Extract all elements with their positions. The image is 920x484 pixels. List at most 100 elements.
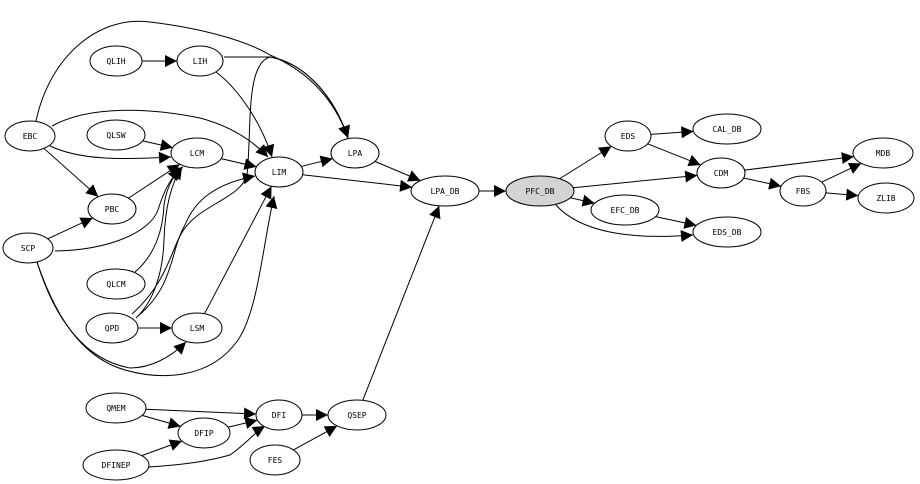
edge-eds-to-cal-db — [650, 126, 694, 139]
node-label: FES — [268, 456, 283, 465]
node-qpd[interactable]: QPD — [85, 312, 139, 344]
node-label: LIH — [193, 57, 208, 66]
node-label: LSM — [190, 324, 205, 333]
node-ellipse — [249, 444, 301, 476]
node-ellipse — [86, 119, 146, 151]
node-ellipse — [255, 399, 303, 431]
edge-scp-to-pbc — [47, 217, 93, 240]
node-scp[interactable]: SCP — [2, 232, 54, 264]
node-ellipse — [410, 175, 480, 207]
node-qsep[interactable]: QSEP — [327, 399, 387, 431]
node-ellipse — [692, 216, 762, 248]
edge-lsm-to-lim — [204, 186, 272, 314]
edge-cdm-to-fbs — [743, 177, 782, 190]
node-fes[interactable]: FES — [249, 444, 301, 476]
node-label: DFIP — [194, 429, 213, 438]
node-ellipse — [85, 312, 139, 344]
node-label: DFI — [272, 411, 287, 420]
edge-fbs-to-zlib — [825, 188, 859, 201]
node-ellipse — [779, 175, 827, 207]
edge-dfinep-to-dfi — [148, 425, 266, 468]
node-cal-db[interactable]: CAL_DB — [692, 113, 762, 145]
node-label: PFC_DB — [526, 187, 555, 196]
node-cdm[interactable]: CDM — [696, 157, 746, 189]
node-eds-db[interactable]: EDS_DB — [692, 216, 762, 248]
node-eds[interactable]: EDS — [604, 120, 652, 152]
edge-lpa-to-lpa-db — [374, 160, 421, 182]
node-label: LPA_DB — [431, 187, 460, 196]
node-ellipse — [170, 137, 224, 169]
edge-pfc-db-to-eds — [559, 145, 612, 180]
node-ellipse — [590, 194, 660, 226]
node-label: PBC — [105, 205, 120, 214]
edge-ebc-to-pbc — [43, 148, 99, 198]
node-ellipse — [82, 449, 150, 481]
node-qmem[interactable]: QMEM — [85, 392, 147, 424]
node-label: DFINEP — [102, 461, 131, 470]
edge-dfinep-to-dfip — [141, 439, 183, 457]
node-ellipse — [86, 268, 146, 300]
node-fbs[interactable]: FBS — [779, 175, 827, 207]
edge-pbc-to-lcm — [128, 163, 181, 199]
node-ellipse — [87, 193, 137, 225]
edge-pfc-db-to-cdm — [573, 170, 698, 189]
node-ellipse — [505, 175, 575, 207]
edge-fbs-to-mdb — [821, 162, 862, 183]
node-ellipse — [85, 392, 147, 424]
node-pbc[interactable]: PBC — [87, 193, 137, 225]
node-ellipse — [89, 45, 143, 77]
node-dfinep[interactable]: DFINEP — [82, 449, 150, 481]
node-ebc[interactable]: EBC — [4, 120, 56, 152]
node-label: SCP — [21, 244, 36, 253]
node-qlih[interactable]: QLIH — [89, 45, 143, 77]
node-lpa-db[interactable]: LPA_DB — [410, 175, 480, 207]
node-lcm[interactable]: LCM — [170, 137, 224, 169]
node-qlsw[interactable]: QLSW — [86, 119, 146, 151]
node-ellipse — [692, 113, 762, 145]
edge-ebc-to-lpa — [35, 20, 350, 139]
edge-fes-to-qsep — [293, 425, 338, 451]
node-ellipse — [330, 137, 380, 169]
edge-dfip-to-dfi — [227, 417, 258, 429]
edge-cdm-to-mdb — [744, 152, 854, 171]
node-pfc-db[interactable]: PFC_DB — [505, 175, 575, 207]
node-zlib[interactable]: ZLIB — [857, 182, 915, 214]
edge-pfc-db-to-efc-db — [570, 194, 595, 207]
node-lim[interactable]: LIM — [254, 156, 304, 188]
node-ellipse — [171, 312, 223, 344]
node-lsm[interactable]: LSM — [171, 312, 223, 344]
node-ellipse — [696, 157, 746, 189]
edge-ebc-to-lcm — [49, 145, 172, 164]
node-label: CDM — [714, 169, 729, 178]
node-dfi[interactable]: DFI — [255, 399, 303, 431]
node-dfip[interactable]: DFIP — [177, 417, 231, 449]
node-efc-db[interactable]: EFC_DB — [590, 194, 660, 226]
edge-lim-to-lpa-db — [302, 174, 413, 192]
node-label: ZLIB — [876, 194, 895, 203]
node-ellipse — [327, 399, 387, 431]
node-label: QLSW — [106, 131, 125, 140]
node-label: LIM — [272, 168, 287, 177]
node-mdb[interactable]: MDB — [852, 137, 914, 169]
node-ellipse — [176, 45, 224, 77]
node-qlcm[interactable]: QLCM — [86, 268, 146, 300]
node-ellipse — [857, 182, 915, 214]
edge-efc-db-to-eds-db — [655, 216, 697, 229]
edge-lcm-to-lim — [221, 158, 257, 170]
node-lpa[interactable]: LPA — [330, 137, 380, 169]
edge-qpd-to-lpa — [131, 56, 350, 315]
node-label: EFC_DB — [611, 206, 640, 215]
node-label: QSEP — [347, 411, 366, 420]
edge-eds-to-cdm — [647, 143, 701, 167]
edge-lih-to-lpa — [224, 56, 350, 139]
node-label: LCM — [190, 149, 205, 158]
edge-qpd-to-lcm — [135, 166, 183, 319]
node-label: MDB — [876, 149, 891, 158]
edge-pfc-db-to-eds-db — [555, 204, 694, 242]
node-ellipse — [177, 417, 231, 449]
node-lih[interactable]: LIH — [176, 45, 224, 77]
edge-ebc-to-lim — [51, 109, 269, 158]
node-label: QMEM — [106, 404, 125, 413]
node-label: QPD — [105, 324, 120, 333]
